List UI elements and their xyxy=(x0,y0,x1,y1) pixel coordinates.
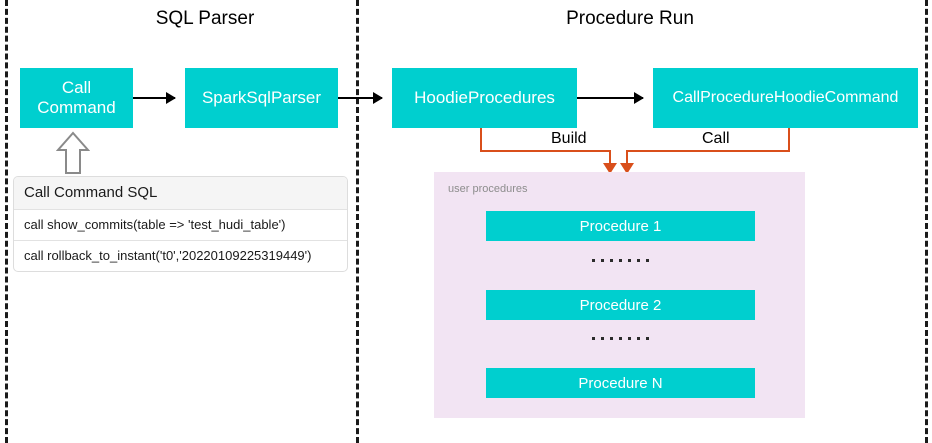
sql-row-rollback-to-instant: call rollback_to_instant('t0','202201092… xyxy=(14,240,347,271)
section-title-procedure-run: Procedure Run xyxy=(566,8,694,29)
connector-call-arrowhead xyxy=(620,163,634,174)
connector-call-vertical-right xyxy=(788,128,790,152)
connector-call-horizontal xyxy=(626,150,790,152)
ellipsis-dots-1 xyxy=(486,255,755,265)
user-procedures-panel: user procedures Procedure 1 Procedure 2 … xyxy=(434,172,805,418)
divider-right-dashed xyxy=(925,0,928,443)
connector-build-vertical-left xyxy=(480,128,482,152)
arrow-spark-sql-parser-to-hoodie-procedures xyxy=(338,92,383,104)
node-call-command[interactable]: Call Command xyxy=(20,68,133,128)
node-call-command-line1: Call xyxy=(61,77,92,97)
call-command-sql-card: Call Command SQL call show_commits(table… xyxy=(13,176,348,272)
arrow-hoodie-procedures-to-call-procedure-hoodie-command xyxy=(577,92,644,104)
procedure-item-1[interactable]: Procedure 1 xyxy=(486,211,755,241)
connector-build-horizontal xyxy=(480,150,611,152)
divider-left-dashed xyxy=(5,0,8,443)
sql-row-show-commits: call show_commits(table => 'test_hudi_ta… xyxy=(24,217,286,232)
block-arrow-up-icon xyxy=(55,131,91,175)
procedure-item-2[interactable]: Procedure 2 xyxy=(486,290,755,320)
arrow-call-command-to-spark-sql-parser xyxy=(133,92,176,104)
divider-middle-dashed xyxy=(356,0,359,443)
node-hoodie-procedures[interactable]: HoodieProcedures xyxy=(392,68,577,128)
node-call-command-line2: Command xyxy=(37,98,116,117)
connector-label-build: Build xyxy=(546,130,592,148)
connector-build-vertical-down xyxy=(609,150,611,164)
user-procedures-caption: user procedures xyxy=(448,183,528,195)
section-title-sql-parser: SQL Parser xyxy=(155,8,255,29)
connector-call-vertical-down xyxy=(626,150,628,164)
ellipsis-dots-2 xyxy=(486,333,755,343)
node-call-procedure-hoodie-command[interactable]: CallProcedureHoodieCommand xyxy=(653,68,918,128)
node-spark-sql-parser[interactable]: SparkSqlParser xyxy=(185,68,338,128)
sql-card-header: Call Command SQL xyxy=(14,177,347,210)
connector-build-arrowhead xyxy=(603,163,617,174)
procedure-item-n[interactable]: Procedure N xyxy=(486,368,755,398)
connector-label-call: Call xyxy=(697,130,735,148)
